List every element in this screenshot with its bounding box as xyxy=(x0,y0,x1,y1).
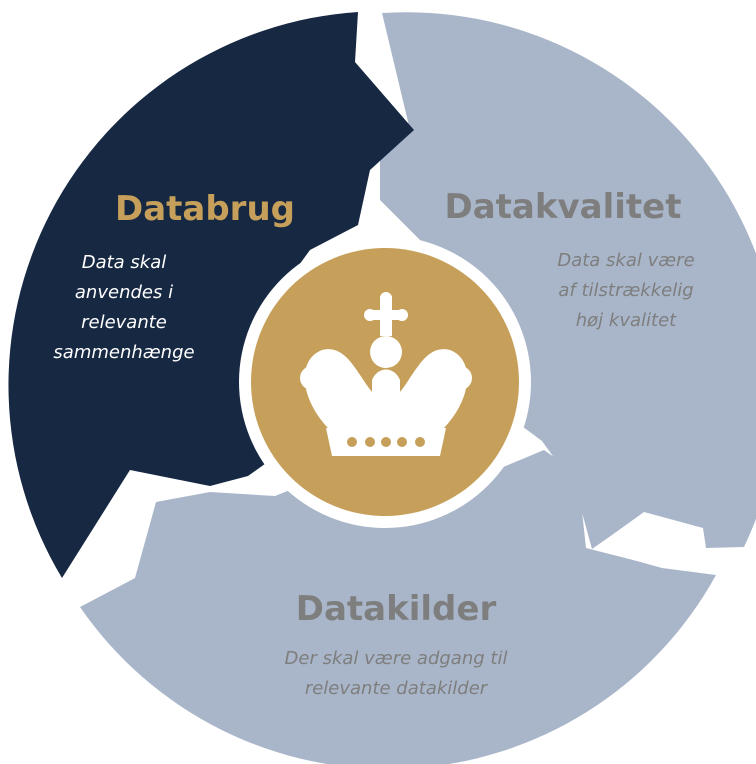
databrug-title: Databrug xyxy=(115,189,295,229)
databrug-line-3: relevante xyxy=(81,312,167,333)
segment-datakilder xyxy=(80,450,716,764)
datakvalitet-line-1: Data skal være xyxy=(557,250,694,271)
crown-icon xyxy=(300,292,472,456)
databrug-line-2: anvendes i xyxy=(75,282,173,303)
datakvalitet-line-3: høj kvalitet xyxy=(576,310,677,331)
segment-databrug xyxy=(8,12,415,578)
databrug-line-4: sammenhænge xyxy=(53,342,194,363)
databrug-line-1: Data skal xyxy=(82,252,167,273)
datakilder-title: Datakilder xyxy=(296,589,497,629)
segment-datakvalitet xyxy=(380,12,756,549)
datakilder-line-1: Der skal være adgang til xyxy=(285,648,508,669)
datakvalitet-line-2: af tilstrækkelig xyxy=(558,280,693,301)
datakilder-line-2: relevante datakilder xyxy=(305,678,489,699)
datakvalitet-title: Datakvalitet xyxy=(445,187,682,227)
